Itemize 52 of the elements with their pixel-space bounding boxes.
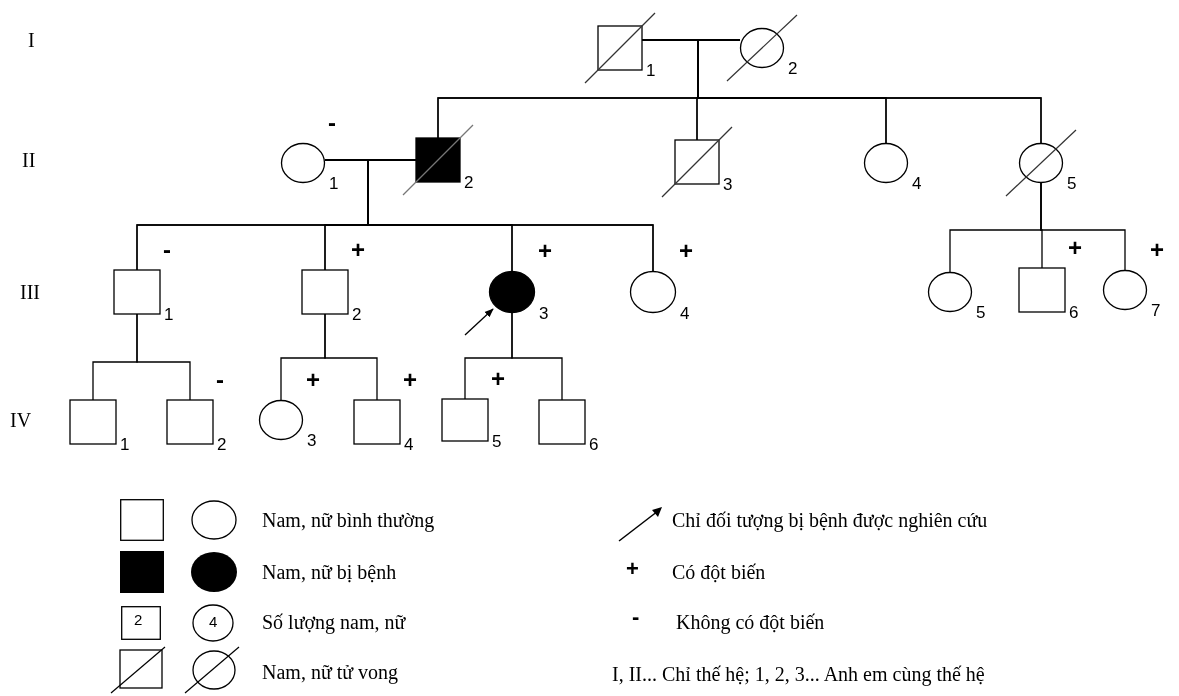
legend-text: Có đột biến <box>672 562 766 582</box>
generation-numeral: III <box>20 282 40 302</box>
individual-number: 5 <box>1067 175 1077 192</box>
legend-text: Nam, nữ bình thường <box>262 510 435 530</box>
generation-numeral: II <box>22 150 36 170</box>
mutation-sign: - <box>163 238 171 262</box>
pedigree-line <box>136 313 191 401</box>
individual-number: 7 <box>1151 302 1161 319</box>
legend-note: I, II... Chỉ thế hệ; 1, 2, 3... Anh em cùng thế hệ <box>612 664 985 684</box>
individual-number: 1 <box>120 436 130 453</box>
pedigree-line <box>511 312 563 401</box>
generation-numeral: IV <box>10 410 32 430</box>
individual-number: 1 <box>329 175 339 192</box>
mutation-sign: + <box>679 239 693 263</box>
individual-number: 2 <box>217 436 227 453</box>
mutation-sign: + <box>306 368 320 392</box>
individual-number: 2 <box>788 60 798 77</box>
legend-text: Chỉ đối tượng bị bệnh được nghiên cứu <box>672 510 988 530</box>
individual-number: 4 <box>680 305 690 322</box>
mutation-sign: + <box>1068 236 1082 260</box>
legend-text: Nam, nữ tử vong <box>262 662 399 682</box>
mutation-sign: + <box>403 368 417 392</box>
count-number: 4 <box>209 614 218 629</box>
legend-text: Không có đột biến <box>676 612 825 632</box>
individual-number: 4 <box>912 175 922 192</box>
count-number: 2 <box>134 612 143 627</box>
pedigree-line <box>1040 182 1126 271</box>
mutation-sign: - <box>216 368 224 392</box>
individual-number: 6 <box>1069 304 1079 321</box>
legend-minus-sign: - <box>632 606 640 628</box>
individual-number: 5 <box>492 433 502 450</box>
mutation-sign: + <box>538 239 552 263</box>
individual-number: 1 <box>646 62 656 79</box>
legend-text: Nam, nữ bị bệnh <box>262 562 397 582</box>
legend-plus-sign: + <box>626 558 639 580</box>
proband-arrow <box>464 308 494 336</box>
mutation-sign: + <box>1150 238 1164 262</box>
individual-number: 1 <box>164 306 174 323</box>
mutation-sign: - <box>328 111 336 135</box>
legend-text: Số lượng nam, nữ <box>262 612 406 632</box>
individual-number: 3 <box>539 305 549 322</box>
pedigree-line <box>324 313 378 401</box>
individual-number: 4 <box>404 436 414 453</box>
individual-number: 3 <box>307 432 317 449</box>
mutation-sign: + <box>351 238 365 262</box>
individual-number: 2 <box>352 306 362 323</box>
individual-number: 2 <box>464 174 474 191</box>
mutation-sign: + <box>491 367 505 391</box>
individual-number: 3 <box>723 176 733 193</box>
individual-number: 6 <box>589 436 599 453</box>
individual-number: 5 <box>976 304 986 321</box>
generation-numeral: I <box>28 30 35 50</box>
